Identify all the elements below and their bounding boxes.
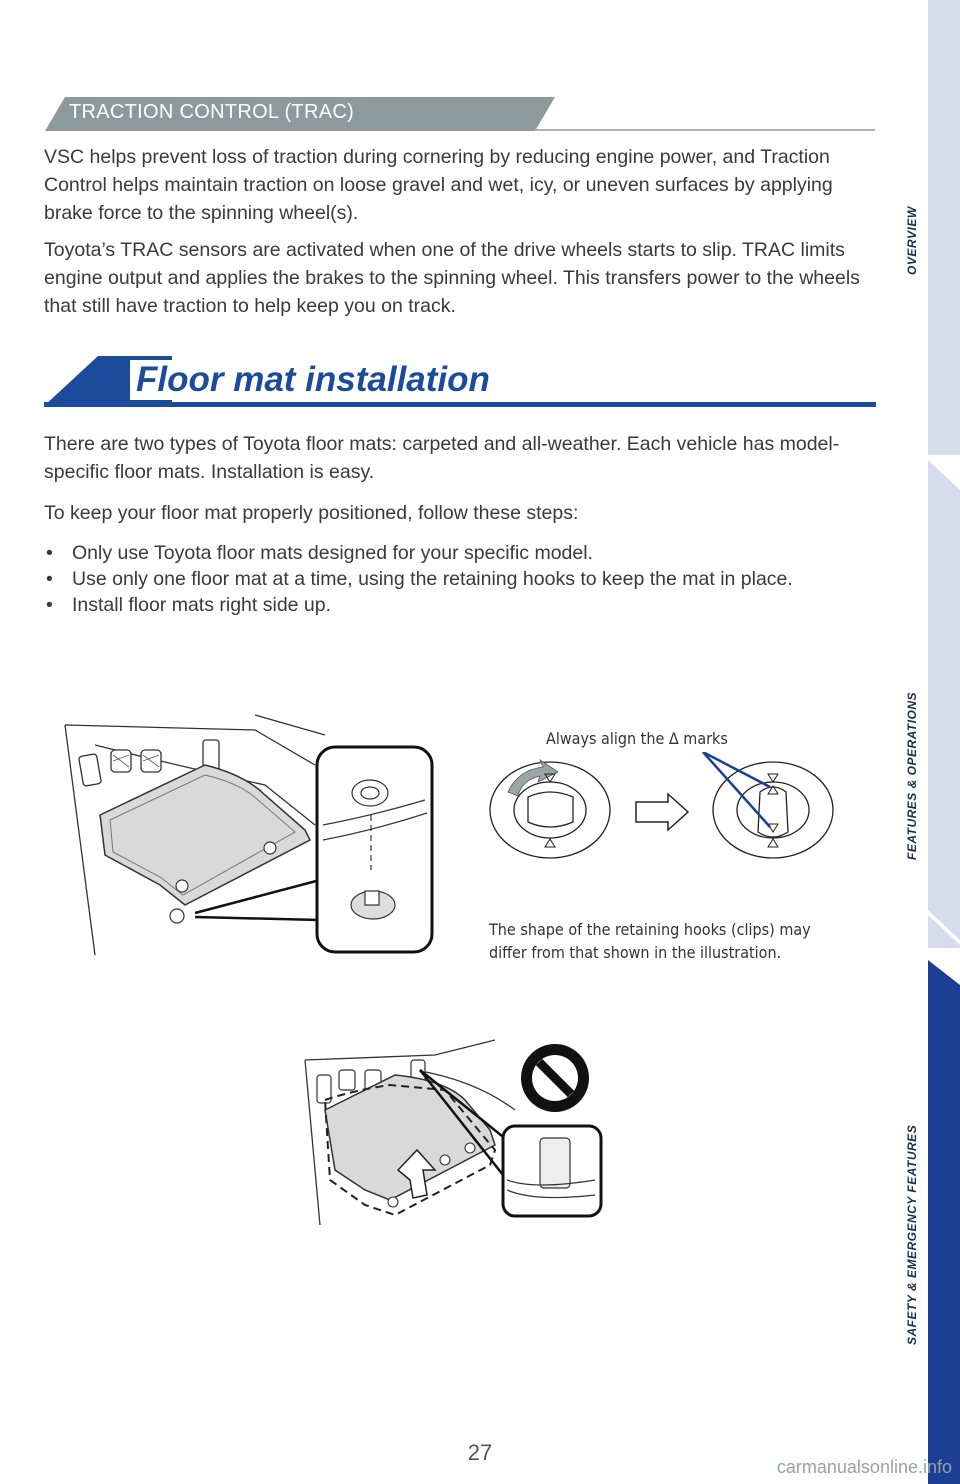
list-item: Only use Toyota floor mats designed for … — [44, 540, 864, 566]
watermark: carmanualsonline.info — [776, 1457, 952, 1477]
section-header-bar — [45, 97, 555, 131]
incorrect-floor-mat-illustration — [304, 1039, 603, 1226]
section-header-rule — [535, 129, 875, 131]
list-item: Install floor mats right side up. — [44, 592, 864, 618]
list-item: Use only one floor mat at a time, using … — [44, 566, 864, 592]
paragraph-vsc: VSC helps prevent loss of traction durin… — [44, 146, 833, 224]
sidebar-tab-features-operations[interactable]: FEATURES & OPERATIONS — [905, 691, 919, 860]
clip-alignment-illustration — [489, 752, 834, 859]
heading-rule — [44, 402, 876, 407]
floor-mat-intro: There are two types of Toyota floor mats… — [44, 433, 840, 483]
section-header-label: TRACTION CONTROL (TRAC) — [69, 101, 355, 123]
floor-mat-title: Floor mat installation — [130, 360, 496, 400]
floor-mat-heading: Floor mat installation — [44, 356, 876, 410]
page-number: 27 — [467, 1440, 493, 1465]
floor-mat-steps-intro: To keep your floor mat properly position… — [44, 502, 579, 524]
floor-mat-steps: Only use Toyota floor mats designed for … — [44, 540, 864, 618]
floor-mat-illustration — [64, 714, 434, 956]
clip-shape-caption: The shape of the retaining hooks (clips)… — [489, 920, 811, 962]
sidebar-tab-safety-emergency[interactable]: SAFETY & EMERGENCY FEATURES — [905, 1124, 919, 1345]
align-caption: Always align the Δ marks — [546, 729, 728, 748]
paragraph-trac: Toyota’s TRAC sensors are activated when… — [44, 239, 860, 317]
sidebar-tabs-graphic — [928, 0, 960, 1484]
chapter-sidebar — [928, 0, 960, 1484]
section-header: TRACTION CONTROL (TRAC) — [45, 97, 875, 133]
sidebar-tab-overview[interactable]: OVERVIEW — [905, 206, 919, 275]
